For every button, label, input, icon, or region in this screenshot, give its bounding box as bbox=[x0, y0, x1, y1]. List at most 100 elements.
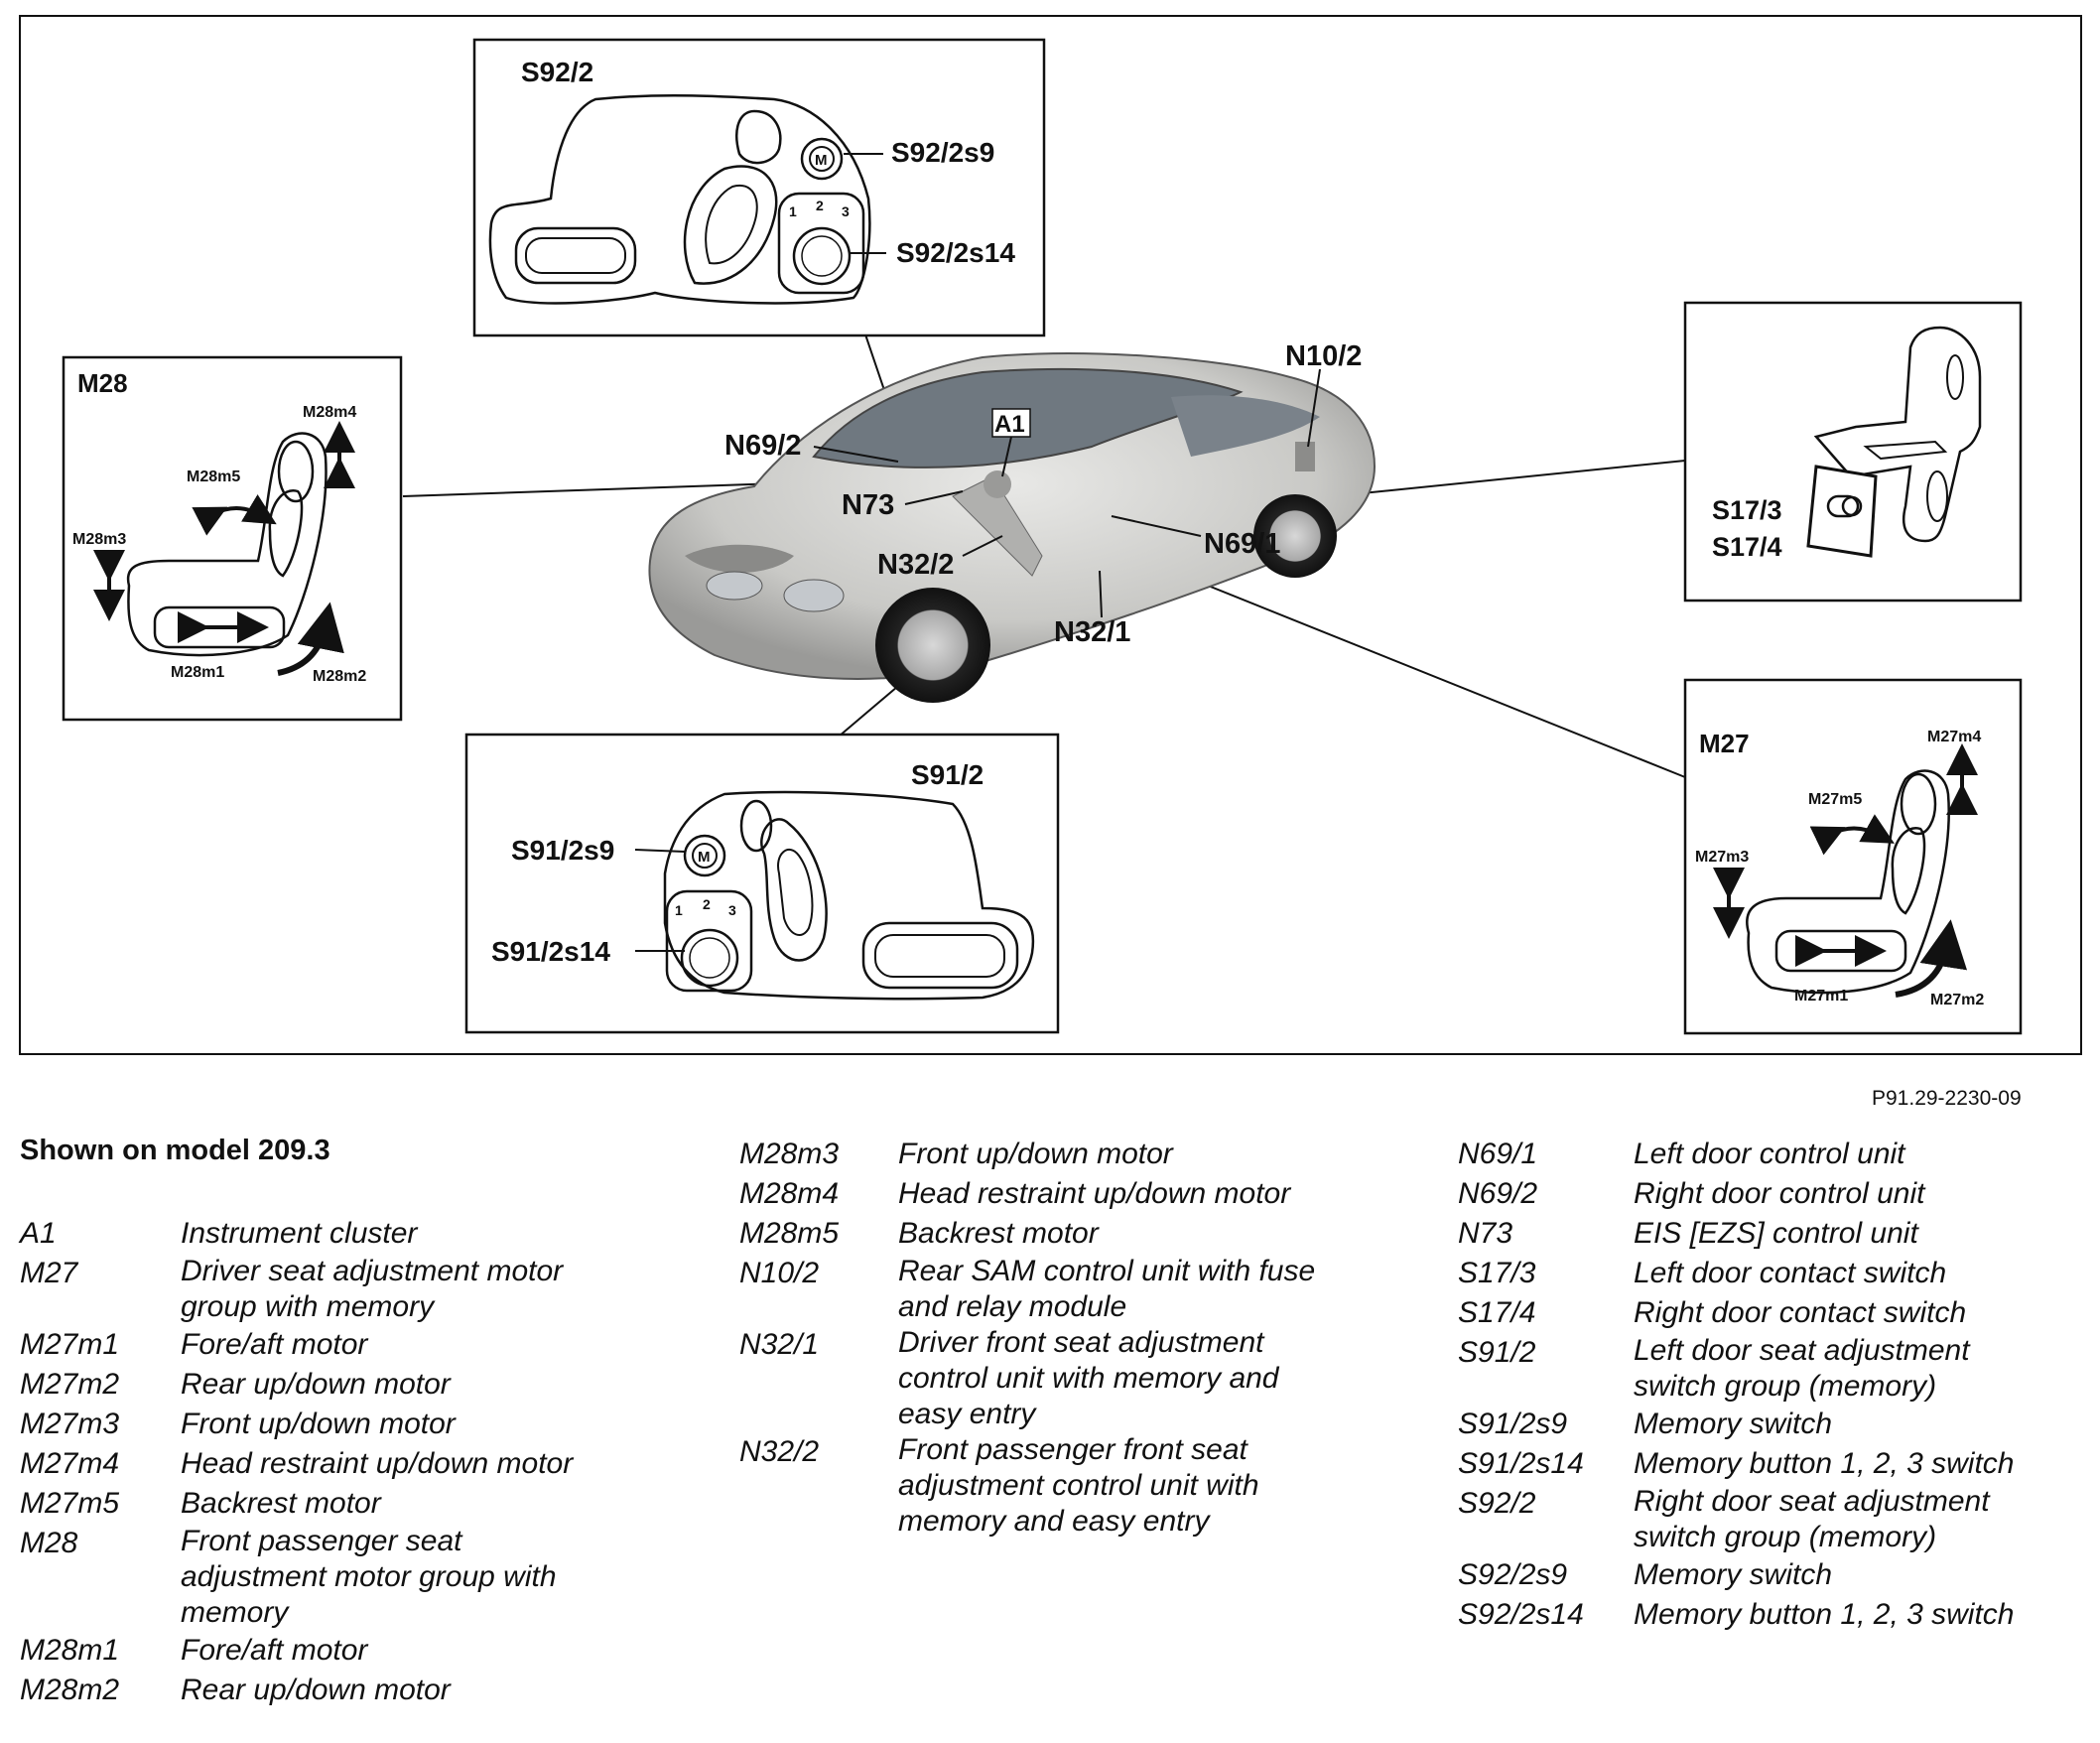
legend-description: Rear SAM control unit with fuse and rela… bbox=[898, 1255, 1316, 1323]
inset-m27-m3: M27m3 bbox=[1695, 849, 1749, 866]
legend-code: S92/2s9 bbox=[1458, 1558, 1568, 1591]
inset-s92-2-s14: S92/2s14 bbox=[896, 237, 1015, 268]
legend-entry: M28m5 Backrest motor bbox=[739, 1214, 1375, 1254]
legend-description: Memory button 1, 2, 3 switch bbox=[1634, 1598, 2015, 1631]
legend-description: Left door seat adjustment switch group (… bbox=[1634, 1334, 1970, 1403]
legend-code: N69/1 bbox=[1458, 1138, 1538, 1170]
callout-a1: A1 bbox=[994, 411, 1025, 438]
legend-description: Front up/down motor bbox=[898, 1138, 1173, 1170]
legend-entry: S91/2s9 Memory switch bbox=[1458, 1405, 2093, 1444]
legend-code: M27 bbox=[20, 1257, 78, 1289]
inset-m28-title: M28 bbox=[77, 368, 128, 398]
legend-code: S17/3 bbox=[1458, 1257, 1536, 1289]
s91-pos-3: 3 bbox=[728, 902, 736, 918]
legend-code: M27m5 bbox=[20, 1487, 120, 1520]
legend-code: S17/4 bbox=[1458, 1296, 1536, 1329]
legend-entry: N10/2 Rear SAM control unit with fuse and… bbox=[739, 1254, 1375, 1325]
legend-description: Front up/down motor bbox=[181, 1408, 456, 1440]
inset-m28-m1: M28m1 bbox=[171, 664, 224, 681]
callout-n10-2: N10/2 bbox=[1285, 340, 1362, 372]
callout-n73: N73 bbox=[842, 489, 894, 521]
s92-pos-3: 3 bbox=[842, 203, 850, 219]
legend-entry: N69/1 Left door control unit bbox=[1458, 1135, 2093, 1174]
inset-m28-m2: M28m2 bbox=[313, 668, 366, 685]
inset-s17: S17/3 S17/4 bbox=[1683, 301, 2023, 603]
legend-code: N10/2 bbox=[739, 1257, 820, 1289]
legend-code: M27m1 bbox=[20, 1328, 120, 1361]
legend-entry: S17/4 Right door contact switch bbox=[1458, 1293, 2093, 1333]
legend-description: Backrest motor bbox=[181, 1487, 381, 1520]
inset-s92-2-s9: S92/2s9 bbox=[891, 137, 994, 168]
legend-description: Rear up/down motor bbox=[181, 1368, 451, 1401]
legend-description: Memory switch bbox=[1634, 1408, 1833, 1440]
s92-pos-2: 2 bbox=[816, 198, 824, 213]
legend-description: Backrest motor bbox=[898, 1217, 1099, 1250]
inset-s17-label-a: S17/3 bbox=[1712, 495, 1782, 525]
legend-code: S91/2s9 bbox=[1458, 1408, 1568, 1440]
inset-m27-m5: M27m5 bbox=[1808, 791, 1862, 808]
legend-entry: M28 Front passenger seat adjustment motor… bbox=[20, 1524, 655, 1631]
legend-code: M27m3 bbox=[20, 1408, 120, 1440]
legend-entry: M27 Driver seat adjustment motor group wi… bbox=[20, 1254, 655, 1325]
legend-code: S91/2 bbox=[1458, 1336, 1536, 1369]
legend-code: N73 bbox=[1458, 1217, 1513, 1250]
legend-entry: M28m3 Front up/down motor bbox=[739, 1135, 1375, 1174]
inset-s91-2-title: S91/2 bbox=[911, 759, 984, 790]
legend-description: Head restraint up/down motor bbox=[898, 1177, 1291, 1210]
legend-description: Memory switch bbox=[1634, 1558, 1833, 1591]
legend-description: Right door contact switch bbox=[1634, 1296, 1967, 1329]
inset-m27: M27 M27m4 M27m5 M27m3 M27m1 M27m2 bbox=[1683, 678, 2023, 1035]
s91-pos-1: 1 bbox=[675, 902, 683, 918]
figure-reference: P91.29-2230-09 bbox=[1872, 1087, 2022, 1110]
legend-code: N69/2 bbox=[1458, 1177, 1538, 1210]
legend-code: M28m1 bbox=[20, 1634, 120, 1667]
legend-description: Front passenger front seat adjustment co… bbox=[898, 1433, 1259, 1538]
legend-entry: M28m4 Head restraint up/down motor bbox=[739, 1174, 1375, 1214]
legend-description: Rear up/down motor bbox=[181, 1674, 451, 1706]
legend-description: Left door control unit bbox=[1634, 1138, 1905, 1170]
legend-description: Right door seat adjustment switch group … bbox=[1634, 1485, 1990, 1553]
inset-m28-m5: M28m5 bbox=[187, 469, 240, 485]
callout-n32-1: N32/1 bbox=[1054, 616, 1130, 648]
inset-s91-2: S91/2 M 1 2 3 S91/2s9 S91/2s14 bbox=[464, 733, 1060, 1034]
legend-description: Fore/aft motor bbox=[181, 1634, 368, 1667]
legend-code: M28m2 bbox=[20, 1674, 120, 1706]
legend-code: A1 bbox=[20, 1217, 57, 1250]
legend-entry: M27m5 Backrest motor bbox=[20, 1484, 655, 1524]
diagram-svg: N10/2 A1 N69/2 N73 N32/2 N69/1 N32/1 S92… bbox=[19, 15, 2082, 1055]
car-illustration bbox=[648, 352, 1377, 703]
component-location-figure: N10/2 A1 N69/2 N73 N32/2 N69/1 N32/1 S92… bbox=[19, 15, 2082, 1055]
legend-description: Driver front seat adjustment control uni… bbox=[898, 1326, 1279, 1430]
legend-entry: M28m1 Fore/aft motor bbox=[20, 1631, 655, 1671]
inset-s92-2-title: S92/2 bbox=[521, 57, 593, 87]
legend-code: M28m5 bbox=[739, 1217, 840, 1250]
legend-code: M28m4 bbox=[739, 1177, 840, 1210]
legend-description: Head restraint up/down motor bbox=[181, 1447, 574, 1480]
legend-entry: N32/2 Front passenger front seat adjustme… bbox=[739, 1432, 1375, 1540]
legend-entry: S92/2s14 Memory button 1, 2, 3 switch bbox=[1458, 1595, 2093, 1635]
inset-m28-m4: M28m4 bbox=[303, 404, 356, 421]
legend-code: N32/2 bbox=[739, 1435, 820, 1468]
legend-code: M28m3 bbox=[739, 1138, 840, 1170]
legend-entry: M27m3 Front up/down motor bbox=[20, 1405, 655, 1444]
legend-code: M27m2 bbox=[20, 1368, 120, 1401]
inset-m28: M28 M28m4 M28m5 M28m3 M28m1 M28m2 bbox=[62, 355, 403, 722]
legend-description: Right door control unit bbox=[1634, 1177, 1925, 1210]
legend-description: Front passenger seat adjustment motor gr… bbox=[181, 1525, 557, 1629]
s91-pos-2: 2 bbox=[703, 896, 711, 912]
legend-description: Driver seat adjustment motor group with … bbox=[181, 1255, 564, 1323]
legend-entry: S91/2 Left door seat adjustment switch gr… bbox=[1458, 1333, 2093, 1405]
s92-pos-1: 1 bbox=[789, 203, 797, 219]
callout-n32-2: N32/2 bbox=[877, 549, 954, 581]
legend-code: S92/2s14 bbox=[1458, 1598, 1584, 1631]
legend-entry: N69/2 Right door control unit bbox=[1458, 1174, 2093, 1214]
legend-code: M28 bbox=[20, 1527, 78, 1559]
callout-n69-1: N69/1 bbox=[1204, 528, 1280, 560]
